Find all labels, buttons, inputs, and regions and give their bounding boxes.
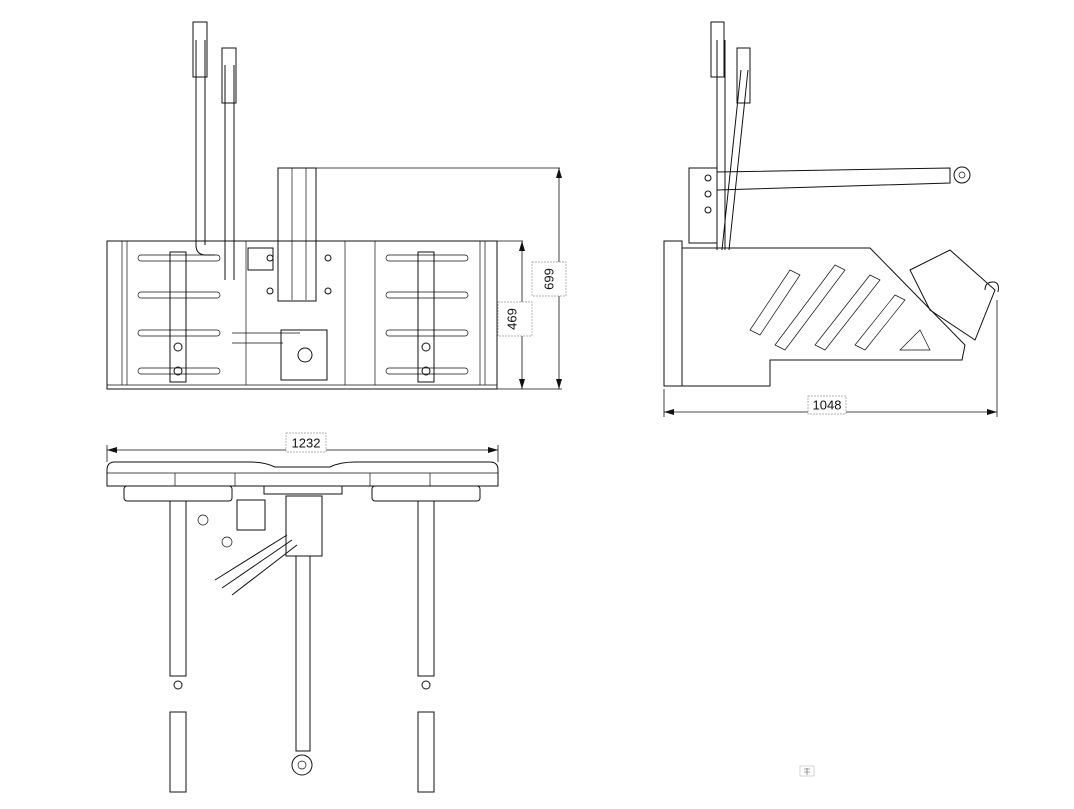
front-view: 699 469 [106, 21, 567, 390]
hoses [192, 21, 237, 280]
dimension-469: 469 [505, 308, 520, 330]
dimension-699: 699 [542, 268, 557, 290]
frame-outline [106, 240, 498, 390]
small-mark-glyph [804, 768, 810, 775]
slots-right [385, 254, 469, 375]
side-view: 1048 [663, 21, 999, 417]
small-mark [799, 765, 815, 777]
top-view: 1232 [106, 432, 499, 793]
clamp-left [169, 251, 187, 383]
dimension-1232: 1232 [292, 436, 321, 451]
slots-left [137, 254, 221, 375]
clamp-right [417, 251, 435, 383]
dimension-1048: 1048 [813, 398, 842, 413]
valve-block [232, 167, 332, 381]
